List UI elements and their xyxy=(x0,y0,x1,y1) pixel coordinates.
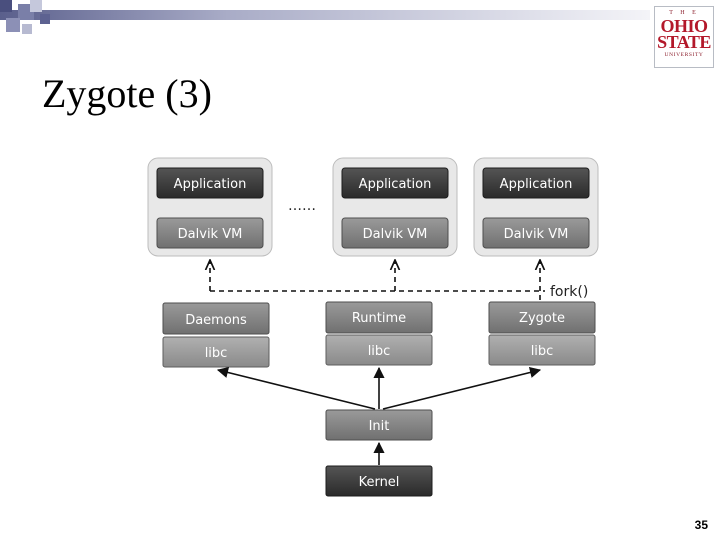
app-container-2: Application Dalvik VM xyxy=(332,157,458,257)
logo-state-text: STATE xyxy=(657,32,711,52)
daemons-label: Daemons xyxy=(185,313,247,328)
kernel-box xyxy=(325,465,433,497)
fork-label: fork() xyxy=(550,284,588,300)
application-box xyxy=(341,167,449,199)
init-box xyxy=(325,409,433,441)
libc-box xyxy=(488,334,596,366)
logo-the-text: T H E xyxy=(669,10,699,16)
zygote-stack: Zygote libc xyxy=(488,301,596,366)
runtime-box xyxy=(325,301,433,334)
init-label: Init xyxy=(369,419,390,434)
kernel-label: Kernel xyxy=(359,475,400,490)
libc-label: libc xyxy=(531,344,554,359)
dalvik-vm-label: Dalvik VM xyxy=(178,227,243,242)
libc-box xyxy=(325,334,433,366)
logo-university-text: UNIVERSITY xyxy=(664,52,704,58)
page-number: 35 xyxy=(694,518,708,532)
runtime-stack: Runtime libc xyxy=(325,301,433,366)
dalvik-vm-label: Dalvik VM xyxy=(504,227,569,242)
zygote-label: Zygote xyxy=(519,311,565,326)
application-box xyxy=(156,167,264,199)
daemons-box xyxy=(162,302,270,335)
slide-title: Zygote (3) xyxy=(42,71,212,116)
header-gradient-band xyxy=(0,0,650,34)
fork-dashed-connectors xyxy=(210,260,545,300)
daemons-stack: Daemons libc xyxy=(162,302,270,368)
dalvik-vm-box xyxy=(341,217,449,249)
dalvik-vm-label: Dalvik VM xyxy=(363,227,428,242)
init-arrows xyxy=(216,366,542,465)
zygote-box xyxy=(488,301,596,334)
libc-label: libc xyxy=(205,346,228,361)
logo-ohio-text: OHIO xyxy=(660,16,708,36)
app-container-3: Application Dalvik VM xyxy=(473,157,599,257)
runtime-label: Runtime xyxy=(352,311,406,326)
dalvik-vm-box xyxy=(156,217,264,249)
libc-label: libc xyxy=(368,344,391,359)
ohio-state-logo: T H E OHIO STATE UNIVERSITY xyxy=(654,6,714,68)
application-box xyxy=(482,167,590,199)
application-label: Application xyxy=(359,177,432,192)
application-label: Application xyxy=(174,177,247,192)
application-label: Application xyxy=(500,177,573,192)
dalvik-vm-box xyxy=(482,217,590,249)
libc-box xyxy=(162,336,270,368)
app-container-1: Application Dalvik VM xyxy=(147,157,273,257)
ellipsis-text: …… xyxy=(288,198,316,214)
